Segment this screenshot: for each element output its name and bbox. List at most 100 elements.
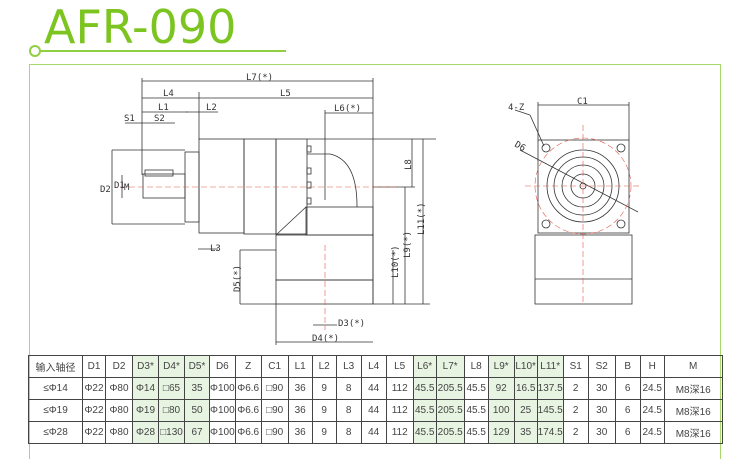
table-cell: 45.5	[463, 377, 489, 400]
dim-d6	[519, 149, 639, 213]
table-cell: 24.5	[639, 377, 665, 400]
table-cell: 100	[487, 399, 515, 422]
table-cell: □90	[260, 421, 289, 444]
table-cell: 6	[614, 421, 641, 444]
table-cell: □65	[158, 377, 185, 400]
page-title: AFR-090	[44, 0, 237, 54]
table-cell: Φ80	[105, 377, 133, 400]
column-header: L6*	[412, 355, 437, 378]
input-flange	[198, 138, 245, 234]
table-cell: 8	[335, 421, 362, 444]
column-header: D5*	[184, 355, 210, 378]
column-header: C1	[260, 355, 289, 378]
table-cell: Φ22	[82, 399, 106, 422]
table-cell: 8	[335, 377, 362, 400]
table-cell: 174.5	[536, 421, 564, 444]
column-header: 输入轴径	[28, 355, 83, 378]
table-cell: 6	[614, 399, 641, 422]
column-header: B	[614, 355, 641, 378]
table-cell: 45.5	[463, 399, 489, 422]
label-l4: L4	[163, 89, 174, 99]
label-d1: D1	[114, 181, 125, 191]
table-cell: ≤Φ19	[28, 399, 83, 422]
column-header: L3	[335, 355, 362, 378]
label-s2: S2	[154, 114, 165, 124]
table-cell: 2	[562, 377, 589, 400]
output-housing	[275, 234, 374, 281]
table-cell: 137.5	[536, 377, 564, 400]
label-d4: D4(*)	[312, 334, 339, 344]
table-cell: 9	[311, 399, 337, 422]
table-cell: 16.5	[513, 377, 538, 400]
column-header: L7*	[435, 355, 465, 378]
square-flange	[537, 139, 630, 234]
input-shaft	[142, 173, 186, 199]
table-cell: 112	[385, 377, 414, 400]
table-cell: 6	[614, 377, 641, 400]
table-cell: Φ100	[209, 377, 236, 400]
table-cell: 44	[360, 399, 387, 422]
table-cell: 9	[311, 421, 337, 444]
table-cell: Φ100	[209, 399, 236, 422]
column-header: L10*	[513, 355, 538, 378]
column-header: L11*	[536, 355, 564, 378]
table-cell: 9	[311, 377, 337, 400]
table-cell: M8深16	[663, 377, 723, 400]
gear-body	[243, 138, 277, 235]
output-flange	[275, 279, 374, 305]
table-cell: 145.5	[536, 399, 564, 422]
label-z: 4-Z	[508, 103, 525, 113]
table-cell: 45.5	[412, 399, 437, 422]
table-cell: 205.5	[435, 377, 465, 400]
table-cell: □90	[260, 377, 289, 400]
column-header: S1	[562, 355, 589, 378]
table-cell: M8深16	[663, 399, 723, 422]
label-l9: L9(*)	[403, 231, 413, 258]
column-header: L9*	[487, 355, 515, 378]
table-cell: Φ22	[82, 377, 106, 400]
label-d2: D2	[100, 185, 111, 195]
drawing-frame	[29, 64, 721, 459]
table-cell: 30	[587, 399, 616, 422]
label-l6: L6(*)	[334, 104, 361, 114]
table-cell: Φ6.6	[234, 377, 262, 400]
table-cell: 36	[287, 421, 313, 444]
table-cell: Φ6.6	[234, 421, 262, 444]
label-d5: D5(*)	[233, 265, 243, 292]
technical-drawing: L7(*) L4 L5 L1 L2 S1 S2 L6(*) D2 D1 M L3…	[100, 73, 640, 345]
label-l10: L10(*)	[391, 245, 401, 278]
table-cell: 30	[587, 421, 616, 444]
label-l3: L3	[210, 244, 221, 254]
column-header: D4*	[158, 355, 185, 378]
label-l7: L7(*)	[246, 73, 273, 83]
column-header: S2	[587, 355, 616, 378]
column-header: D2	[105, 355, 133, 378]
table-cell: Φ80	[105, 421, 133, 444]
table-cell: 92	[487, 377, 515, 400]
table-cell: 129	[487, 421, 515, 444]
table-cell: □80	[158, 399, 185, 422]
table-cell: 24.5	[639, 421, 665, 444]
table-cell: 45.5	[412, 377, 437, 400]
label-l11: L11(*)	[417, 202, 427, 235]
table-cell: 112	[385, 421, 414, 444]
table-cell: 24.5	[639, 399, 665, 422]
table-cell: 44	[360, 421, 387, 444]
table-cell: 35	[513, 421, 538, 444]
table-cell: □130	[158, 421, 185, 444]
table-cell: □90	[260, 399, 289, 422]
column-header: Z	[234, 355, 262, 378]
table-cell: 36	[287, 399, 313, 422]
column-header: D1	[82, 355, 106, 378]
table-cell: 2	[562, 421, 589, 444]
table-cell: 2	[562, 399, 589, 422]
label-d6: D6	[513, 140, 527, 154]
table-cell: 36	[287, 377, 313, 400]
label-s1: S1	[124, 114, 135, 124]
table-cell: 25	[513, 399, 538, 422]
table-cell: 44	[360, 377, 387, 400]
column-header: L4	[360, 355, 387, 378]
